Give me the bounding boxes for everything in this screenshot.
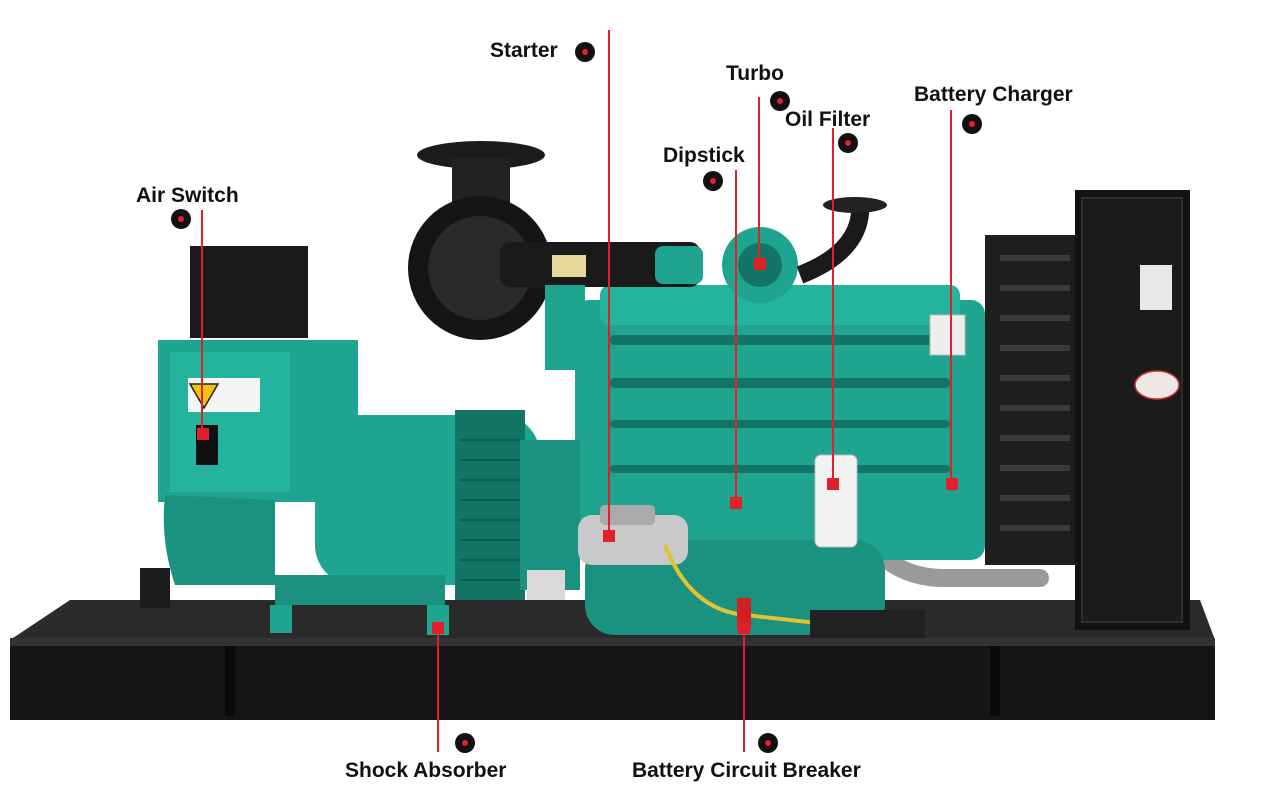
- marker-oil-filter: [827, 478, 839, 490]
- battery: [810, 610, 925, 638]
- marker-shock-absorber: [432, 622, 444, 634]
- callout-markers: [197, 258, 958, 634]
- oil-filter-canister: [814, 454, 858, 548]
- marker-battery-circuit-breaker: [738, 622, 750, 634]
- label-battery-circuit-breaker: Battery Circuit Breaker: [632, 759, 861, 782]
- label-bullets: [171, 42, 982, 753]
- label-starter: Starter: [490, 39, 558, 62]
- marker-dipstick: [730, 497, 742, 509]
- label-dipstick: Dipstick: [663, 144, 745, 167]
- label-turbo: Turbo: [726, 62, 784, 85]
- warning-icon: [188, 383, 220, 410]
- battery-charger-box: [929, 314, 966, 356]
- marker-battery-charger: [946, 478, 958, 490]
- label-oil-filter: Oil Filter: [785, 108, 871, 131]
- label-air-switch: Air Switch: [136, 184, 239, 207]
- radiator: [985, 190, 1190, 630]
- label-shock-absorber: Shock Absorber: [345, 759, 507, 782]
- air-intake: [408, 141, 703, 370]
- label-battery-charger: Battery Charger: [914, 83, 1073, 106]
- marker-air-switch: [197, 428, 209, 440]
- marker-starter: [603, 530, 615, 542]
- alternator: [158, 246, 580, 605]
- leader-lines: [201, 30, 952, 752]
- marker-turbo: [754, 258, 766, 270]
- starter-motor: [578, 505, 688, 565]
